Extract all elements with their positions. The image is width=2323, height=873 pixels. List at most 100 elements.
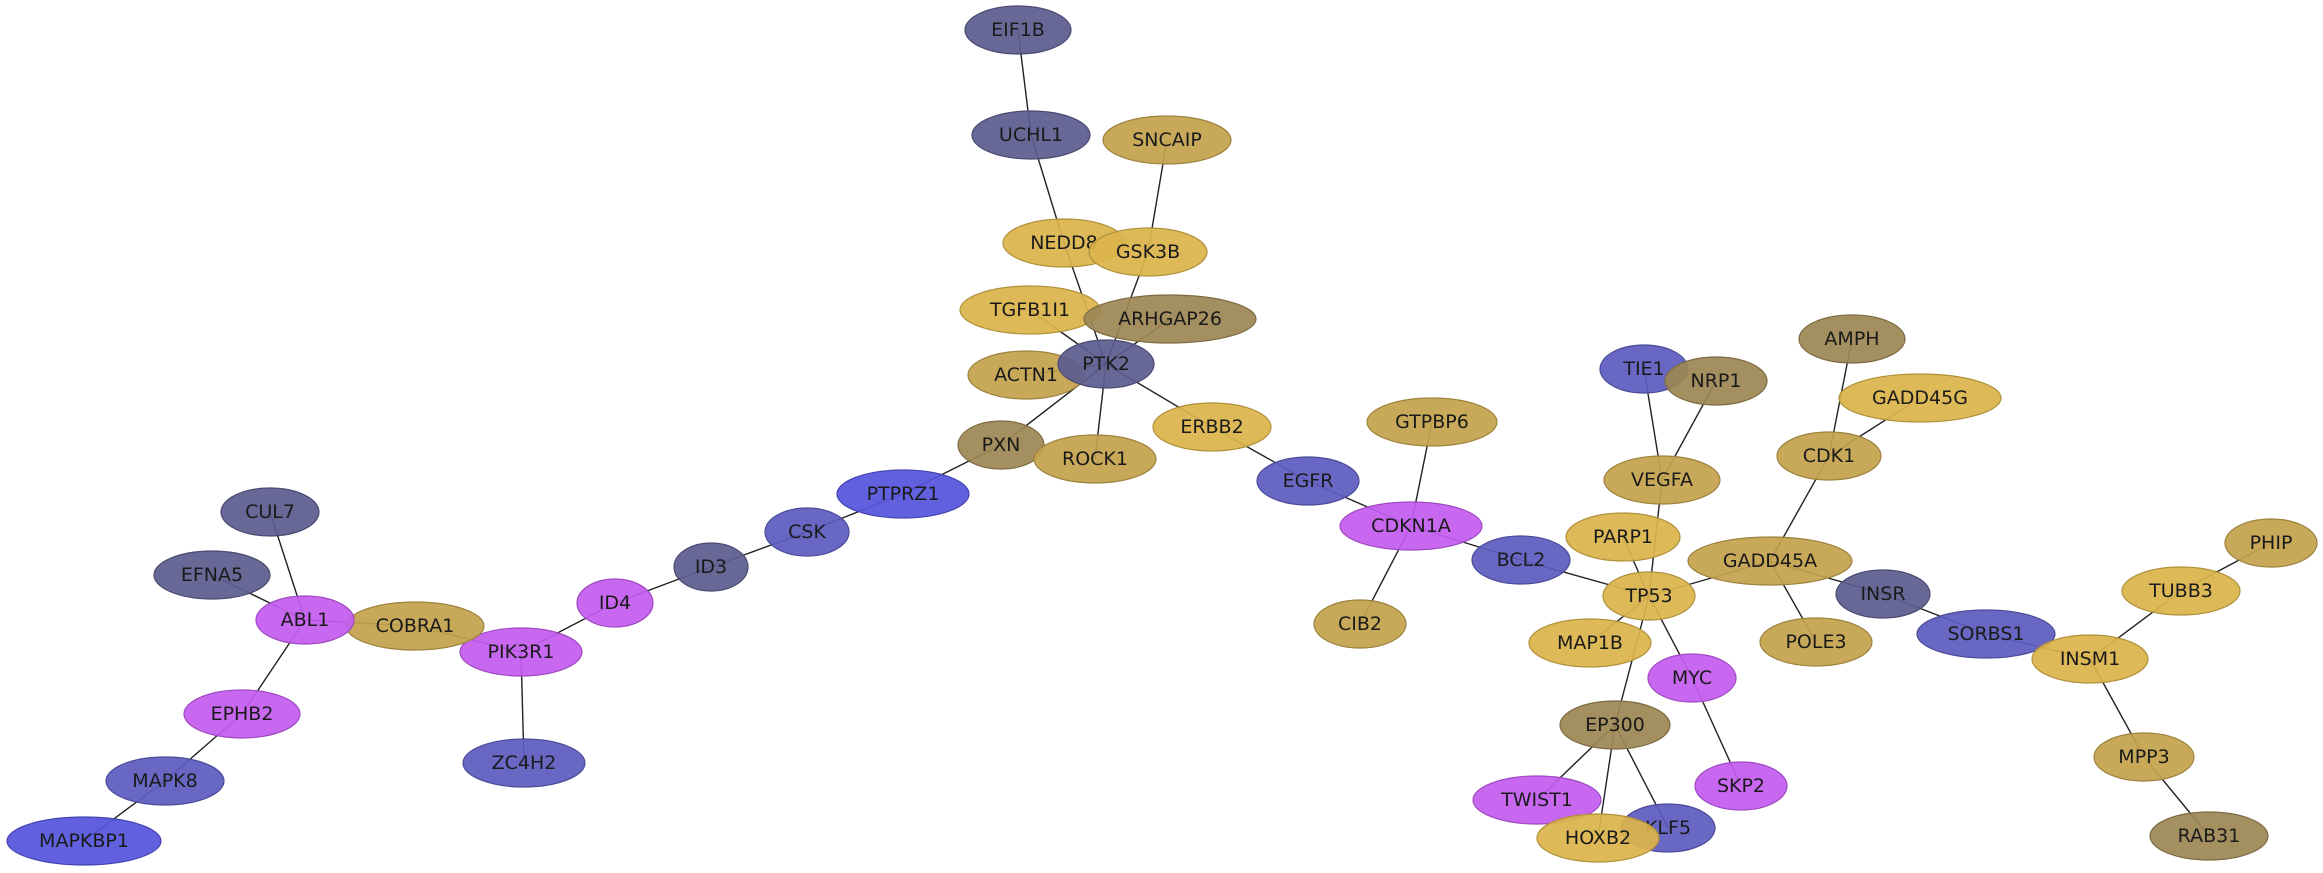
node-gadd45g[interactable]: GADD45G (1838, 373, 2002, 423)
node-tubb3[interactable]: TUBB3 (2121, 566, 2241, 616)
node-label: NRP1 (1691, 370, 1742, 392)
node-label: MAPKBP1 (39, 830, 129, 852)
node-label: RAB31 (2178, 825, 2241, 847)
node-twist1[interactable]: TWIST1 (1472, 775, 1602, 825)
node-actn1[interactable]: ACTN1 (967, 350, 1085, 400)
node-mapk8[interactable]: MAPK8 (105, 756, 225, 806)
node-ellipse (6, 816, 162, 866)
node-ptk2[interactable]: PTK2 (1057, 339, 1155, 389)
node-label: INSR (1860, 583, 1905, 605)
node-arhgap26[interactable]: ARHGAP26 (1083, 294, 1257, 344)
node-gtpbp6[interactable]: GTPBP6 (1366, 397, 1498, 447)
node-eif1b[interactable]: EIF1B (964, 5, 1072, 55)
node-cobra1[interactable]: COBRA1 (345, 601, 485, 651)
node-ellipse (1102, 115, 1232, 165)
node-ellipse (1838, 373, 2002, 423)
node-label: ZC4H2 (492, 752, 557, 774)
node-label: COBRA1 (376, 615, 455, 637)
node-myc[interactable]: MYC (1647, 653, 1737, 703)
node-abl1[interactable]: ABL1 (255, 595, 355, 645)
node-gsk3b[interactable]: GSK3B (1088, 227, 1208, 277)
node-amph[interactable]: AMPH (1798, 314, 1906, 364)
node-label: SNCAIP (1132, 129, 1202, 151)
node-ellipse (1083, 294, 1257, 344)
node-ep300[interactable]: EP300 (1559, 700, 1671, 750)
node-id4[interactable]: ID4 (576, 578, 654, 628)
node-uchl1[interactable]: UCHL1 (971, 110, 1091, 160)
node-efna5[interactable]: EFNA5 (153, 550, 271, 600)
node-ellipse (673, 542, 749, 592)
node-label: PHIP (2250, 532, 2293, 554)
node-label: ACTN1 (994, 364, 1058, 386)
node-bcl2[interactable]: BCL2 (1471, 535, 1571, 585)
node-ellipse (2224, 518, 2318, 568)
node-label: EIF1B (991, 19, 1045, 41)
node-ellipse (1694, 761, 1788, 811)
node-label: GSK3B (1116, 241, 1180, 263)
node-label: PIK3R1 (488, 641, 555, 663)
node-pole3[interactable]: POLE3 (1759, 617, 1873, 667)
node-hoxb2[interactable]: HOXB2 (1536, 813, 1660, 863)
node-ellipse (1536, 813, 1660, 863)
node-mapkbp1[interactable]: MAPKBP1 (6, 816, 162, 866)
node-parp1[interactable]: PARP1 (1565, 512, 1681, 562)
node-cib2[interactable]: CIB2 (1313, 599, 1407, 649)
node-label: MAPK8 (132, 770, 197, 792)
node-ellipse (1603, 455, 1721, 505)
node-cul7[interactable]: CUL7 (220, 487, 320, 537)
node-ellipse (764, 507, 850, 557)
node-ellipse (462, 738, 586, 788)
node-vegfa[interactable]: VEGFA (1603, 455, 1721, 505)
node-insr[interactable]: INSR (1835, 569, 1931, 619)
node-gadd45a[interactable]: GADD45A (1687, 536, 1853, 586)
node-csk[interactable]: CSK (764, 507, 850, 557)
node-ellipse (576, 578, 654, 628)
node-label: AMPH (1824, 328, 1879, 350)
node-label: EPHB2 (211, 703, 274, 725)
node-cdk1[interactable]: CDK1 (1776, 431, 1882, 481)
node-ellipse (255, 595, 355, 645)
node-ellipse (1664, 356, 1768, 406)
node-insm1[interactable]: INSM1 (2031, 634, 2149, 684)
node-ephb2[interactable]: EPHB2 (183, 689, 301, 739)
node-mpp3[interactable]: MPP3 (2093, 732, 2195, 782)
node-ellipse (1835, 569, 1931, 619)
node-pxn[interactable]: PXN (957, 420, 1045, 470)
node-label: CSK (788, 521, 826, 543)
node-sorbs1[interactable]: SORBS1 (1916, 609, 2056, 659)
node-tgfb1i1[interactable]: TGFB1I1 (959, 285, 1101, 335)
node-nrp1[interactable]: NRP1 (1664, 356, 1768, 406)
node-ellipse (2031, 634, 2149, 684)
node-tp53[interactable]: TP53 (1602, 571, 1696, 621)
node-cdkn1a[interactable]: CDKN1A (1339, 501, 1483, 551)
node-ellipse (1565, 512, 1681, 562)
node-label: ROCK1 (1062, 448, 1128, 470)
node-ellipse (964, 5, 1072, 55)
node-label: TGFB1I1 (989, 299, 1070, 321)
node-map1b[interactable]: MAP1B (1528, 618, 1652, 668)
node-label: GADD45A (1723, 550, 1817, 572)
node-label: SORBS1 (1947, 623, 2024, 645)
node-erbb2[interactable]: ERBB2 (1152, 402, 1272, 452)
node-phip[interactable]: PHIP (2224, 518, 2318, 568)
node-label: TIE1 (1622, 358, 1664, 380)
node-label: CIB2 (1338, 613, 1382, 635)
node-id3[interactable]: ID3 (673, 542, 749, 592)
node-ellipse (1687, 536, 1853, 586)
node-sncaip[interactable]: SNCAIP (1102, 115, 1232, 165)
node-skp2[interactable]: SKP2 (1694, 761, 1788, 811)
node-ptprz1[interactable]: PTPRZ1 (836, 469, 970, 519)
node-ellipse (1559, 700, 1671, 750)
node-label: BCL2 (1497, 549, 1546, 571)
node-ellipse (220, 487, 320, 537)
node-ellipse (971, 110, 1091, 160)
node-ellipse (459, 627, 583, 677)
node-ellipse (1472, 775, 1602, 825)
node-egfr[interactable]: EGFR (1256, 456, 1360, 506)
node-rab31[interactable]: RAB31 (2149, 811, 2269, 861)
node-rock1[interactable]: ROCK1 (1033, 434, 1157, 484)
node-pik3r1[interactable]: PIK3R1 (459, 627, 583, 677)
node-ellipse (2093, 732, 2195, 782)
node-zc4h2[interactable]: ZC4H2 (462, 738, 586, 788)
node-ellipse (105, 756, 225, 806)
